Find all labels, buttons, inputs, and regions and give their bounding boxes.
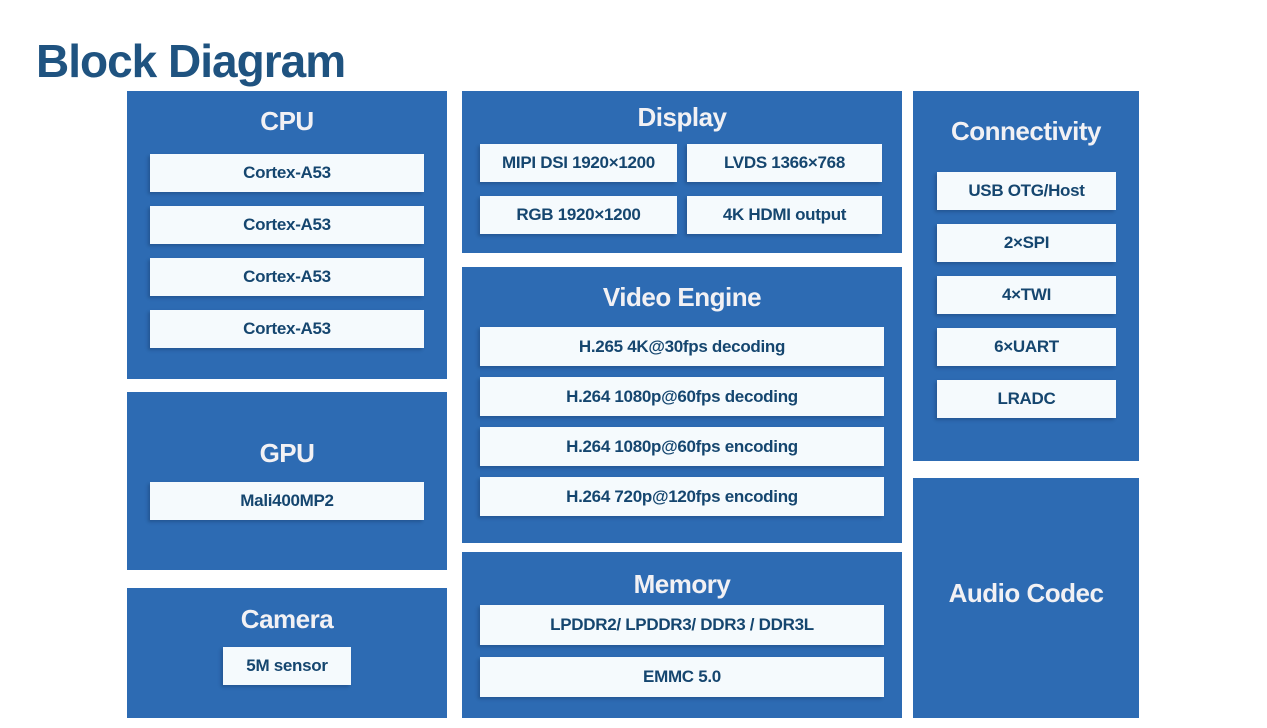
cpu-core-item: Cortex-A53 — [150, 154, 424, 192]
connectivity-interface-item: LRADC — [937, 380, 1116, 418]
video-engine-block-title: Video Engine — [602, 282, 762, 312]
video-codec-item: H.264 1080p@60fps decoding — [480, 377, 884, 416]
connectivity-interface-item: 4×TWI — [937, 276, 1116, 314]
gpu-core-item: Mali400MP2 — [150, 482, 424, 520]
cpu-block-title: CPU — [260, 106, 314, 136]
video-codec-item: H.264 1080p@60fps encoding — [480, 427, 884, 466]
connectivity-interface-item: 6×UART — [937, 328, 1116, 366]
connectivity-block: Connectivity USB OTG/Host 2×SPI 4×TWI 6×… — [913, 91, 1139, 461]
camera-items: 5M sensor — [127, 647, 447, 685]
memory-type-item: LPDDR2/ LPDDR3/ DDR3 / DDR3L — [480, 605, 884, 645]
cpu-core-item: Cortex-A53 — [150, 258, 424, 296]
audio-codec-block: Audio Codec — [913, 478, 1139, 718]
display-block: Display MIPI DSI 1920×1200 LVDS 1366×768… — [462, 91, 902, 253]
cpu-core-item: Cortex-A53 — [150, 310, 424, 348]
connectivity-items: USB OTG/Host 2×SPI 4×TWI 6×UART LRADC — [937, 172, 1116, 418]
video-codec-item: H.264 720p@120fps encoding — [480, 477, 884, 516]
gpu-block: GPU Mali400MP2 — [127, 392, 447, 570]
connectivity-interface-item: USB OTG/Host — [937, 172, 1116, 210]
gpu-block-title: GPU — [259, 438, 315, 468]
display-block-title: Display — [637, 102, 728, 132]
camera-block-title: Camera — [240, 604, 334, 634]
video-engine-block: Video Engine H.265 4K@30fps decoding H.2… — [462, 267, 902, 543]
video-codec-item: H.265 4K@30fps decoding — [480, 327, 884, 366]
cpu-core-item: Cortex-A53 — [150, 206, 424, 244]
camera-block: Camera 5M sensor — [127, 588, 447, 718]
cpu-items: Cortex-A53 Cortex-A53 Cortex-A53 Cortex-… — [150, 154, 424, 348]
display-interface-item: MIPI DSI 1920×1200 — [480, 144, 677, 182]
display-interface-item: RGB 1920×1200 — [480, 196, 677, 234]
connectivity-block-title: Connectivity — [950, 116, 1102, 146]
audio-codec-block-title: Audio Codec — [948, 577, 1104, 608]
gpu-items: Mali400MP2 — [150, 482, 424, 520]
memory-block-title: Memory — [633, 569, 731, 599]
display-items: MIPI DSI 1920×1200 LVDS 1366×768 RGB 192… — [480, 144, 882, 234]
memory-items: LPDDR2/ LPDDR3/ DDR3 / DDR3L EMMC 5.0 — [480, 605, 884, 697]
camera-sensor-item: 5M sensor — [223, 647, 351, 685]
display-interface-item: 4K HDMI output — [687, 196, 882, 234]
video-engine-items: H.265 4K@30fps decoding H.264 1080p@60fp… — [480, 327, 884, 516]
cpu-block: CPU Cortex-A53 Cortex-A53 Cortex-A53 Cor… — [127, 91, 447, 379]
connectivity-interface-item: 2×SPI — [937, 224, 1116, 262]
page-title: Block Diagram — [36, 34, 346, 87]
display-interface-item: LVDS 1366×768 — [687, 144, 882, 182]
memory-type-item: EMMC 5.0 — [480, 657, 884, 697]
memory-block: Memory LPDDR2/ LPDDR3/ DDR3 / DDR3L EMMC… — [462, 552, 902, 718]
